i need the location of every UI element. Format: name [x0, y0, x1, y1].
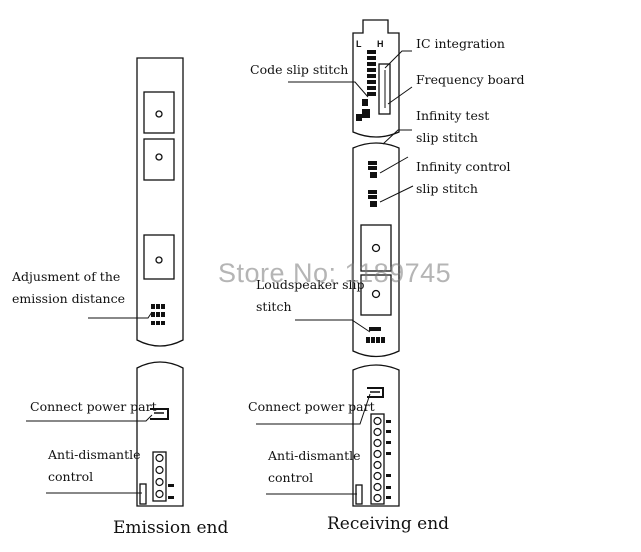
leader-emission-power — [26, 414, 153, 422]
leader-infinity-control — [379, 156, 409, 174]
leader-loudspeaker — [295, 319, 371, 333]
label-loudspeaker-line1: Loudspeaker slip — [256, 277, 365, 292]
infinity-test-switch — [368, 161, 377, 178]
label-receiving-anti-line2: control — [268, 470, 314, 485]
leader-infinity-test — [382, 129, 412, 145]
receiving-board-slot-2 — [360, 274, 392, 316]
infinity-control-switch — [368, 190, 377, 207]
emission-tamper-switch — [139, 483, 147, 505]
distance-switch-block — [151, 304, 165, 325]
label-adjustment-line2: emission distance — [12, 291, 125, 306]
label-infinity-test-line2: slip stitch — [416, 130, 478, 145]
leader-ic-integration — [384, 50, 412, 69]
label-code-slip: Code slip stitch — [250, 62, 349, 77]
caption-emission-end: Emission end — [113, 518, 229, 538]
receiving-board-slot-1 — [360, 224, 392, 272]
loudspeaker-switch — [366, 327, 385, 343]
emission-board-slot-3 — [143, 234, 175, 280]
emission-board-slot-1 — [143, 91, 175, 134]
label-ic-integration: IC integration — [416, 36, 505, 51]
leader-code-slip — [288, 81, 369, 98]
leader-frequency-board — [387, 86, 413, 105]
label-emission-connect-power: Connect power part — [30, 399, 157, 414]
leader-adjustment — [88, 311, 153, 319]
receiving-leader-lines — [256, 50, 414, 495]
label-infinity-control-line1: Infinity control — [416, 159, 511, 174]
label-infinity-control-line2: slip stitch — [416, 181, 478, 196]
ic-chip — [378, 63, 391, 115]
emission-power-connector — [150, 408, 169, 420]
label-loudspeaker-line2: stitch — [256, 299, 292, 314]
emission-terminal-block — [152, 451, 174, 502]
label-adjustment-line1: Adjusment of the — [12, 269, 121, 284]
code-dip-switch — [356, 50, 376, 121]
label-emission-anti-line2: control — [48, 469, 94, 484]
receiving-power-connector — [367, 387, 384, 398]
label-receiving-connect-power: Connect power part — [248, 399, 375, 414]
receiving-terminal-block — [370, 413, 391, 505]
label-emission-anti-line1: Anti-dismantle — [48, 447, 141, 462]
caption-receiving-end: Receiving end — [327, 514, 450, 534]
label-infinity-test-line1: Infinity test — [416, 108, 490, 123]
label-receiving-anti-line1: Anti-dismantle — [268, 448, 361, 463]
marker-l: L — [356, 39, 362, 49]
leader-receiving-power — [256, 393, 371, 425]
emission-leader-lines — [26, 311, 153, 494]
emission-board-slot-2 — [143, 138, 175, 181]
leader-infinity-control-2 — [379, 185, 414, 203]
store-watermark: Store No: 1189745 — [218, 258, 452, 288]
marker-h: H — [377, 39, 384, 49]
label-frequency-board: Frequency board — [416, 72, 525, 87]
